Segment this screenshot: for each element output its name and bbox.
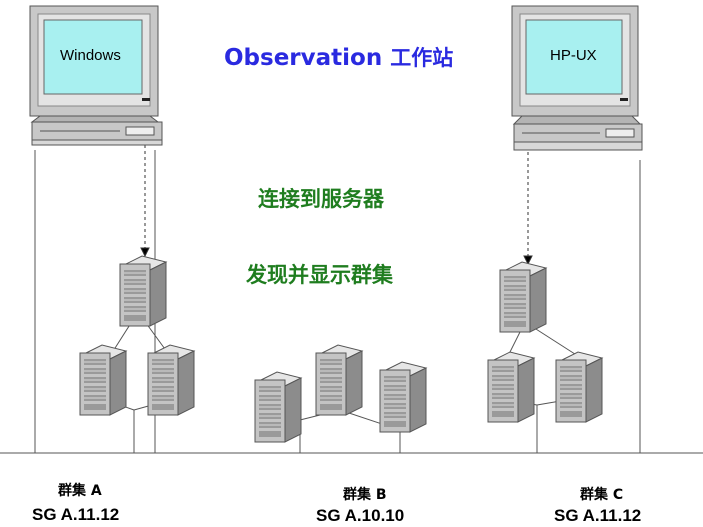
windows-workstation bbox=[29, 5, 163, 146]
server-icon bbox=[119, 255, 167, 327]
server-icon bbox=[499, 261, 547, 333]
server-icon bbox=[254, 371, 302, 443]
server-icon bbox=[147, 344, 195, 416]
cluster-a-name: 群集 A bbox=[58, 483, 102, 499]
server-icon bbox=[315, 344, 363, 416]
cluster-c-name: 群集 C bbox=[580, 487, 624, 503]
title-latin: Observation bbox=[224, 45, 383, 71]
title-cn: 工作站 bbox=[390, 46, 454, 70]
server-icon bbox=[555, 351, 603, 423]
server-icon bbox=[79, 344, 127, 416]
step-discover: 发现并显示群集 bbox=[246, 263, 393, 287]
cluster-c-version: SG A.11.12 bbox=[554, 506, 642, 525]
page-title: Observation 工作站 bbox=[224, 42, 453, 72]
windows-screen-label: Windows bbox=[60, 47, 121, 64]
server-icon bbox=[379, 361, 427, 433]
hpux-workstation bbox=[511, 5, 643, 151]
cluster-b-version: SG A.10.10 bbox=[316, 506, 405, 525]
server-icon bbox=[487, 351, 535, 423]
cluster-c-servers bbox=[487, 261, 603, 423]
cluster-b-servers bbox=[254, 344, 427, 443]
step-connect: 连接到服务器 bbox=[258, 187, 384, 211]
hpux-screen-label: HP-UX bbox=[550, 47, 597, 64]
cluster-b-name: 群集 B bbox=[343, 487, 387, 503]
cluster-a-version: SG A.11.12 bbox=[32, 505, 120, 524]
connection-arrows bbox=[140, 145, 533, 266]
cluster-a-servers bbox=[79, 255, 195, 416]
